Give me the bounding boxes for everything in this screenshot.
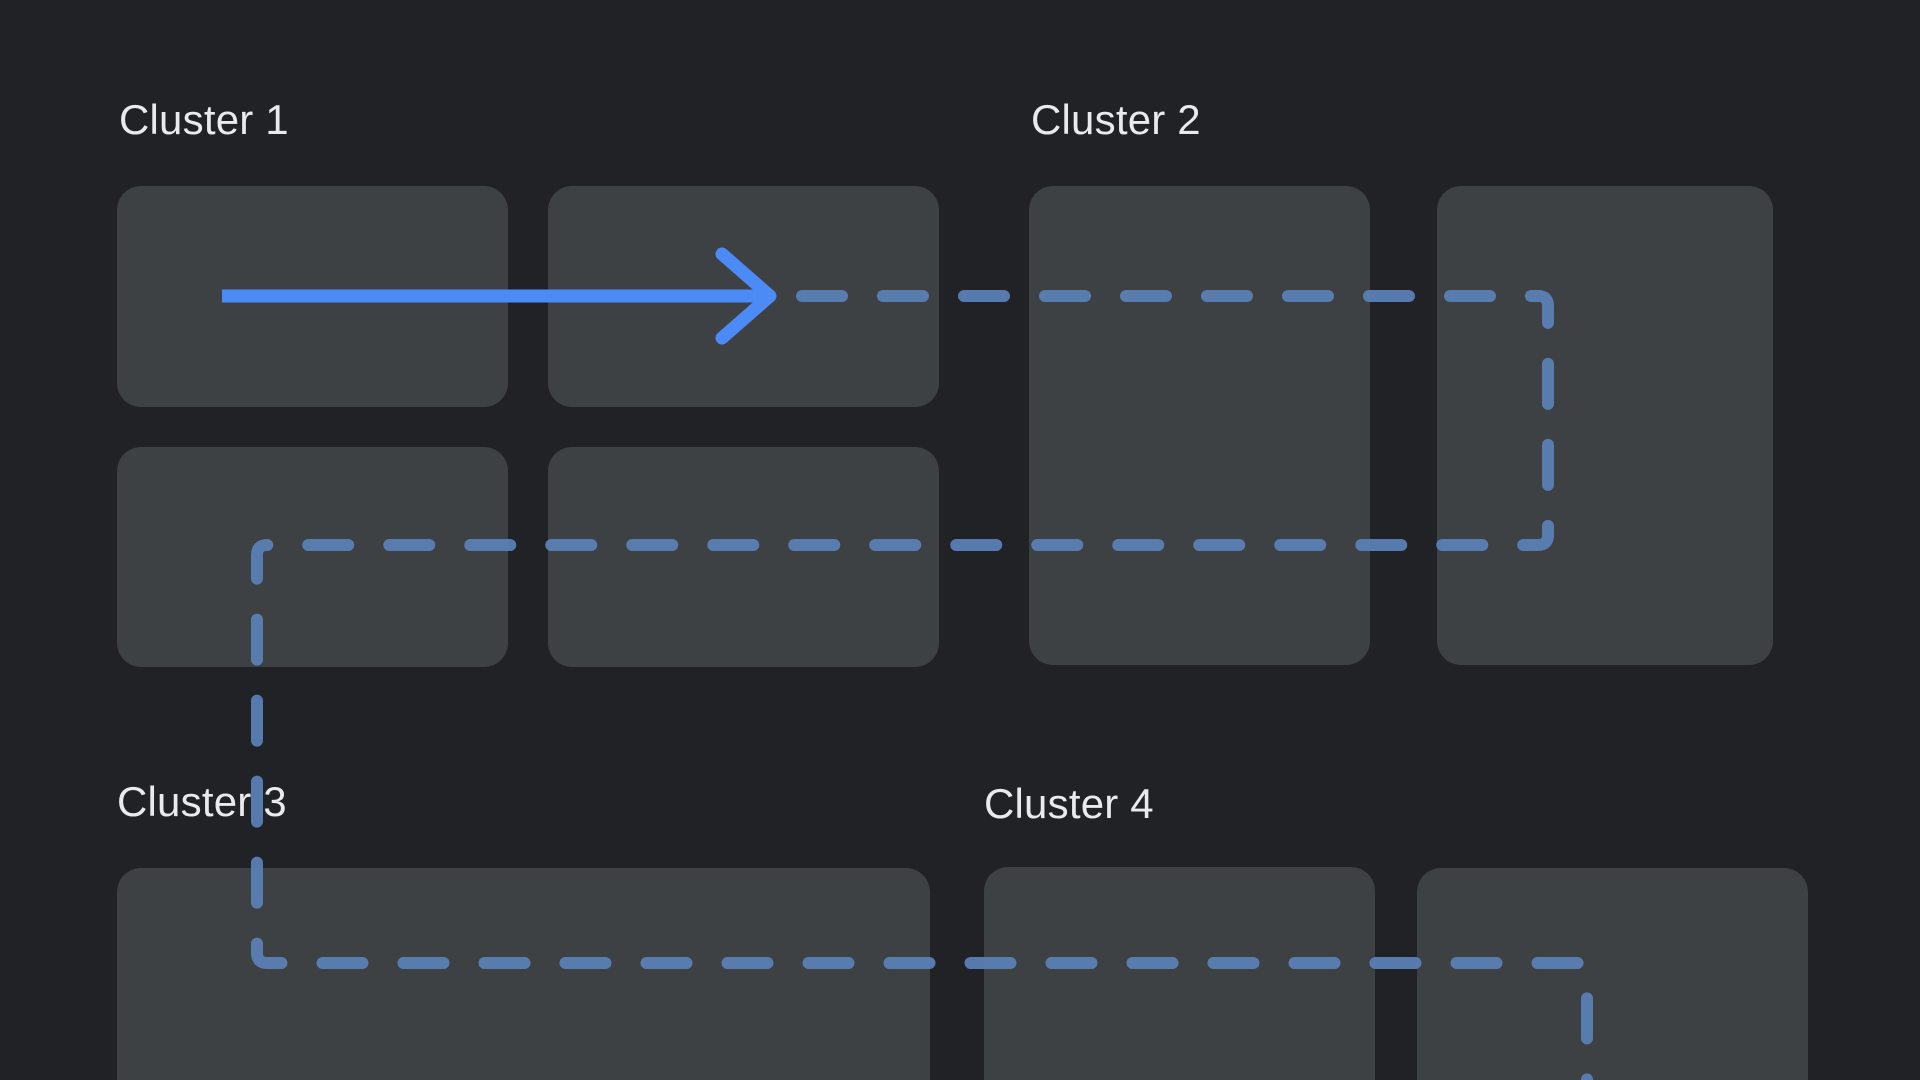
cluster-1-label: Cluster 1 <box>119 96 289 143</box>
cluster-4-label: Cluster 4 <box>984 780 1154 827</box>
cluster-4-node-1 <box>984 867 1375 1080</box>
cluster-3-label: Cluster 3 <box>117 778 287 825</box>
cluster-3-node-1 <box>117 868 930 1080</box>
cluster-2-node-2 <box>1437 186 1773 665</box>
cluster-2-node-1 <box>1029 186 1370 665</box>
cluster-4-node-2 <box>1417 868 1808 1080</box>
cluster-1-node-3 <box>117 447 508 667</box>
cluster-1-node-2 <box>548 186 939 407</box>
cluster-2-label: Cluster 2 <box>1031 96 1201 143</box>
cluster-1-node-1 <box>117 186 508 407</box>
cluster-1-node-4 <box>548 447 939 667</box>
